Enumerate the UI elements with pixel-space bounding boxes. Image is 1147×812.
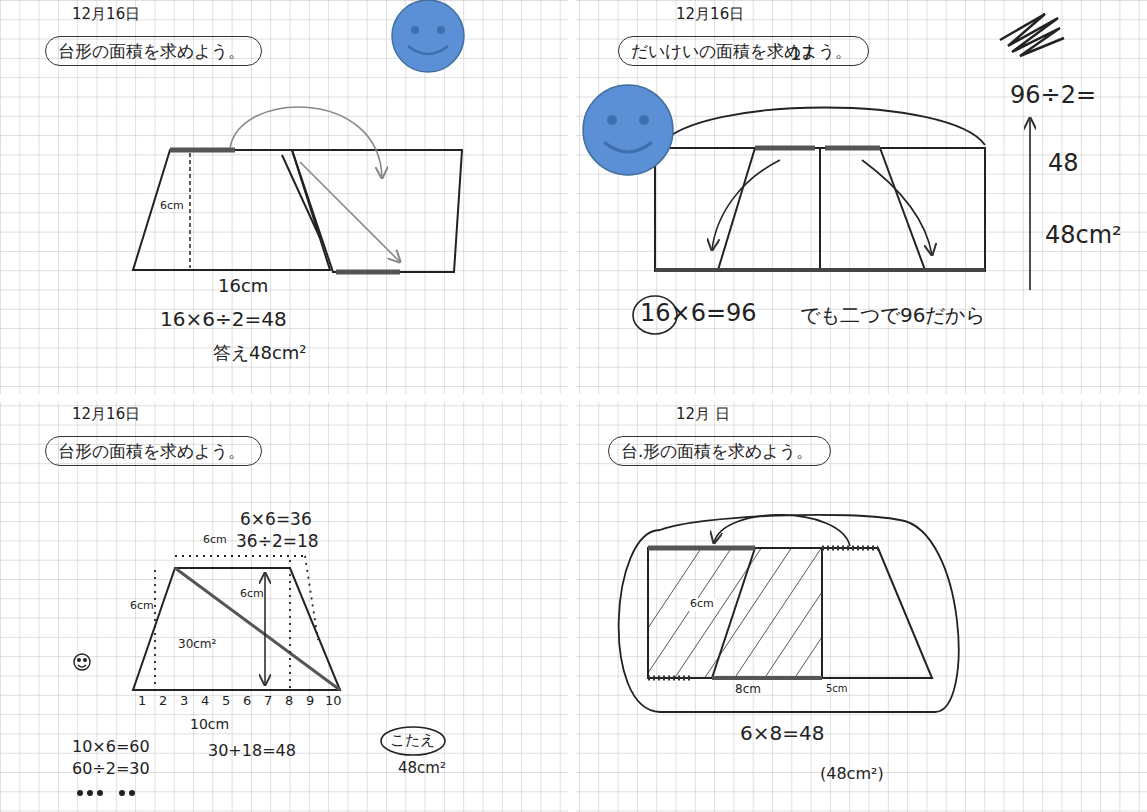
title-text: 台形の面積を求めよう。 [58,441,245,461]
handwritten-note: 6×8=48 [740,722,824,745]
handwritten-note: 9 [306,694,314,709]
handwritten-note: 16×6÷2=48 [160,308,287,331]
handwritten-note: 36÷2=18 [236,532,319,552]
handwritten-note: 6×6=36 [240,510,312,530]
handwritten-note: 5 [222,694,230,709]
handwritten-note: (48cm²) [820,765,884,783]
handwritten-note: 6cm [240,588,264,601]
title-bubble: だいけいの面積を求めよう。 [618,36,869,66]
handwritten-note: 3 [180,694,188,709]
handwritten-note: 4 [201,694,209,709]
handwritten-note: 6cm [203,534,227,547]
handwritten-note: 30+18=48 [208,742,296,760]
handwritten-note: 1 [138,694,146,709]
grid-paper [0,0,568,394]
handwritten-note: 60÷2=30 [72,760,150,778]
handwritten-note: 8cm [735,683,761,697]
handwritten-note: 10cm [190,716,229,732]
handwritten-note: 10×6=60 [72,738,150,756]
handwritten-note: 30cm² [178,638,216,652]
title-text: 台形の面積を求めよう。 [58,41,245,61]
title-bubble: 台形の面積を求めよう。 [45,36,262,66]
title-bubble: 台形の面積を求めよう。 [45,436,262,466]
trapezoid-figure [133,107,462,272]
handwritten-note: 12月16日 [72,6,140,23]
handwritten-note: 96÷2= [1010,82,1096,110]
handwritten-note: 10 [325,694,342,709]
grid-paper [0,402,568,812]
handwritten-note: 6 [243,694,251,709]
handwritten-note: 17 [790,44,813,65]
handwritten-note: 6cm [160,200,184,213]
rectangle-figure [600,515,959,712]
handwritten-note: 6cm [688,598,716,611]
grid-paper [576,0,1147,394]
privacy-sticker [583,85,673,175]
handwritten-note: 12月 日 [676,406,730,423]
title-bubble: 台.形の面積を求めよう。 [608,436,831,466]
handwritten-note: 12月16日 [72,406,140,423]
handwritten-note: 5cm [826,683,848,695]
handwritten-note: でも二つで96だから [800,304,985,327]
handwritten-note: 7 [264,694,272,709]
handwritten-note: 答え48cm² [213,343,307,364]
handwritten-note: 48 [1048,150,1079,178]
handwritten-note: 12月16日 [676,6,744,23]
handwritten-note: 16×6=96 [640,300,757,328]
title-text: 台.形の面積を求めよう。 [621,441,813,461]
handwritten-note: 48cm² [398,760,446,777]
handwritten-note: 16cm [218,276,268,297]
privacy-sticker [392,0,464,72]
handwritten-note: こたえ [390,732,435,749]
title-text: だいけいの面積を求めよう。 [631,41,852,61]
handwritten-note: 8 [285,694,293,709]
rectangle-figure [633,14,1064,334]
handwritten-note: 48cm² [1045,222,1122,250]
handwritten-note: 6cm [130,600,154,613]
handwritten-note: 2 [159,694,167,709]
grid-paper [576,402,1147,812]
